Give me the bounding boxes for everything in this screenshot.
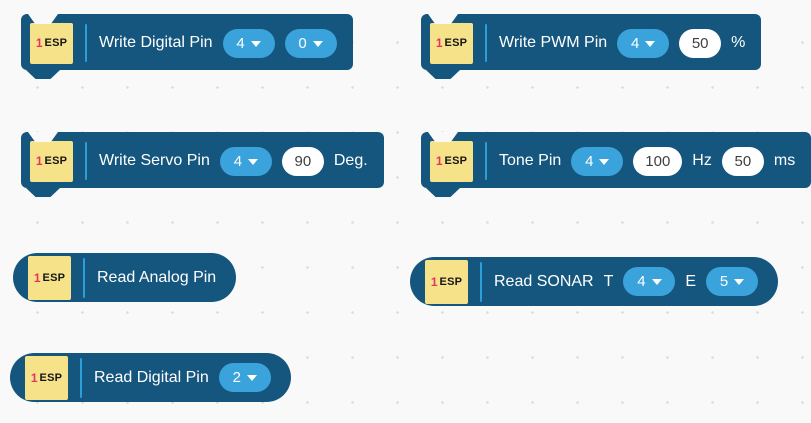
dropdown-value: 4 — [236, 34, 245, 52]
esp-badge: 1 ESP — [425, 259, 468, 304]
block-label: Read SONAR — [494, 272, 594, 290]
dropdown-value: 2 — [232, 369, 241, 386]
badge-number: 1 — [33, 270, 41, 285]
badge-separator — [83, 257, 85, 298]
block-bottom-bump — [426, 70, 460, 79]
chevron-down-icon — [645, 40, 656, 47]
block-label: Write PWM Pin — [499, 34, 608, 51]
block-write-pwm-pin[interactable]: 1 ESP Write PWM Pin 4 50 % — [421, 14, 762, 79]
dropdown-value: 4 — [585, 152, 594, 170]
chevron-down-icon — [248, 158, 259, 165]
badge-text: ESP — [444, 37, 468, 49]
unit-label: % — [731, 34, 746, 51]
dropdown-value: 0 — [298, 34, 307, 52]
pin-dropdown[interactable]: 4 — [617, 28, 670, 58]
frequency-input[interactable]: 100 — [633, 146, 683, 176]
trigger-label: T — [603, 272, 614, 290]
chevron-down-icon — [599, 158, 610, 165]
block-label: Write Digital Pin — [99, 34, 213, 51]
block-label: Read Analog Pin — [97, 268, 217, 286]
block-bottom-bump — [26, 70, 60, 79]
dropdown-value: 4 — [233, 152, 243, 170]
dropdown-value: 5 — [719, 273, 729, 290]
block-tone-pin[interactable]: 1 ESP Tone Pin 4 100 Hz 50 ms — [421, 132, 811, 197]
block-write-digital-pin[interactable]: 1 ESP Write Digital Pin 4 0 — [21, 14, 353, 79]
badge-number: 1 — [35, 36, 43, 50]
block-read-analog-pin[interactable]: 1 ESP Read Analog Pin — [13, 253, 237, 302]
badge-separator — [480, 261, 482, 302]
pin-dropdown[interactable]: 2 — [218, 363, 271, 392]
badge-text: ESP — [44, 155, 68, 167]
block-top-notch — [28, 132, 58, 142]
badge-number: 1 — [435, 36, 443, 50]
badge-text: ESP — [439, 275, 463, 288]
esp-badge: 1 ESP — [30, 22, 73, 64]
badge-number: 1 — [430, 274, 438, 289]
chevron-down-icon — [250, 40, 261, 47]
badge-separator — [485, 142, 487, 180]
chevron-down-icon — [246, 375, 257, 381]
badge-text: ESP — [39, 371, 63, 384]
unit-label: Hz — [692, 152, 712, 169]
servo-angle-input[interactable]: 90 — [281, 146, 324, 176]
block-label: Tone Pin — [499, 152, 562, 169]
esp-badge: 1 ESP — [30, 140, 73, 182]
pin-dropdown[interactable]: 4 — [571, 146, 624, 176]
block-top-notch — [428, 132, 458, 142]
dropdown-value: 4 — [637, 273, 646, 290]
block-bottom-bump — [426, 188, 460, 197]
trigger-pin-dropdown[interactable]: 4 — [623, 267, 676, 296]
pwm-value-input[interactable]: 50 — [679, 28, 722, 58]
block-top-notch — [428, 14, 458, 24]
badge-separator — [485, 24, 487, 62]
unit-label: ms — [773, 152, 796, 169]
esp-badge: 1 ESP — [430, 22, 473, 64]
badge-text: ESP — [444, 155, 468, 167]
badge-number: 1 — [35, 154, 43, 168]
block-label: Write Servo Pin — [99, 152, 210, 169]
block-read-sonar[interactable]: 1 ESP Read SONAR T 4 E 5 — [410, 257, 779, 306]
block-label: Read Digital Pin — [94, 368, 209, 386]
dropdown-value: 4 — [630, 34, 640, 52]
state-dropdown[interactable]: 0 — [284, 28, 337, 58]
duration-input[interactable]: 50 — [721, 146, 764, 176]
esp-badge: 1 ESP — [430, 140, 473, 182]
esp-badge: 1 ESP — [28, 255, 71, 300]
pin-dropdown[interactable]: 4 — [219, 146, 272, 176]
badge-separator — [85, 24, 87, 62]
badge-text: ESP — [42, 271, 66, 284]
badge-number: 1 — [435, 154, 443, 168]
block-top-notch — [28, 14, 58, 24]
badge-text: ESP — [44, 37, 68, 49]
block-read-digital-pin[interactable]: 1 ESP Read Digital Pin 2 — [10, 353, 291, 402]
badge-number: 1 — [30, 370, 38, 385]
badge-separator — [80, 357, 82, 398]
chevron-down-icon — [312, 40, 323, 47]
block-bottom-bump — [26, 188, 60, 197]
chevron-down-icon — [734, 279, 745, 285]
chevron-down-icon — [651, 279, 662, 285]
pin-dropdown[interactable]: 4 — [222, 28, 275, 58]
badge-separator — [85, 142, 87, 180]
block-write-servo-pin[interactable]: 1 ESP Write Servo Pin 4 90 Deg. — [21, 132, 384, 197]
esp-badge: 1 ESP — [25, 355, 68, 400]
echo-label: E — [685, 272, 697, 290]
echo-pin-dropdown[interactable]: 5 — [706, 267, 759, 296]
unit-label: Deg. — [333, 152, 368, 169]
